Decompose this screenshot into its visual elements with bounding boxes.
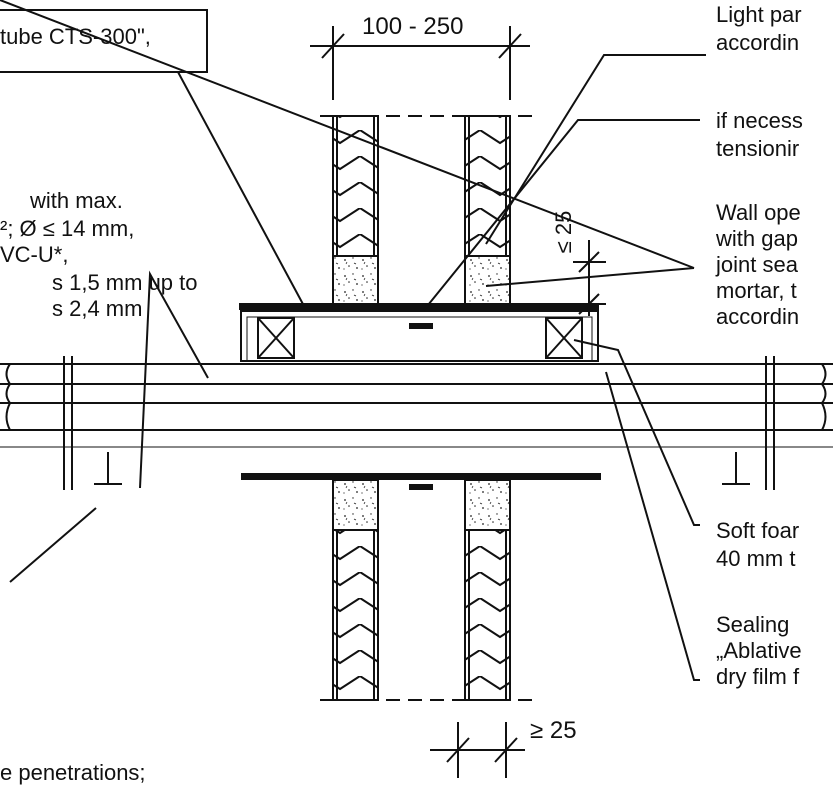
coating-top — [239, 303, 599, 310]
box-label: tube CTS-300", — [0, 24, 151, 49]
text-layer: 100 - 250 ≤ 25 ≥ 25 tube CTS-300", with … — [0, 2, 803, 785]
wall-opening-line-3: joint sea — [715, 252, 799, 277]
coating-bottom — [241, 473, 601, 480]
dim-wall-width-label: 100 - 250 — [362, 13, 463, 40]
foam-block-left — [257, 317, 295, 359]
tension-mark-bottom — [409, 484, 433, 490]
light-partition-line-1: Light par — [716, 2, 802, 27]
if-necessary-line-1: if necess — [716, 108, 803, 133]
wall-opening-line-1: Wall ope — [716, 200, 801, 225]
dimension-pipe-projection — [430, 722, 525, 778]
penetrations-note: e penetrations; — [0, 760, 146, 785]
soft-foam-line-2: 40 mm t — [716, 546, 795, 571]
collar-inner — [246, 316, 593, 362]
wall-opening-line-5: accordin — [716, 304, 799, 329]
label-box — [0, 9, 208, 73]
sealing-line-2: „Ablative — [716, 638, 802, 663]
if-necessary-line-2: tensionir — [716, 136, 799, 161]
sealing-line-1: Sealing — [716, 612, 789, 637]
cable-line-1: with max. — [29, 188, 123, 213]
pipe — [0, 363, 833, 448]
wall-opening-line-4: mortar, t — [716, 278, 797, 303]
dim-projection-label: ≥ 25 — [530, 717, 577, 744]
support-right — [722, 452, 750, 485]
sealing-line-3: dry film f — [716, 664, 800, 689]
cable-line-5: s 2,4 mm — [52, 296, 142, 321]
support-left — [94, 452, 122, 485]
cable-line-2: ²; Ø ≤ 14 mm, — [0, 216, 134, 241]
soft-foam-line-1: Soft foar — [716, 518, 799, 543]
wall-leaf-right-upper — [464, 115, 511, 307]
leader-lines — [0, 0, 706, 681]
wall-leaf-right-lower — [464, 479, 511, 701]
break-marks — [63, 356, 775, 490]
cable-line-3: VC-U*, — [0, 242, 68, 267]
dim-gap-label: ≤ 25 — [551, 211, 576, 254]
dimension-wall-width — [310, 26, 530, 100]
wall-opening-line-2: with gap — [715, 226, 798, 251]
foam-block-right — [545, 317, 583, 359]
wall-leaf-left-lower — [332, 479, 379, 701]
wall-leaf-left-upper — [332, 115, 379, 307]
light-partition-line-2: accordin — [716, 30, 799, 55]
tension-mark-top — [409, 323, 433, 329]
cable-line-4: s 1,5 mm up to — [52, 270, 198, 295]
